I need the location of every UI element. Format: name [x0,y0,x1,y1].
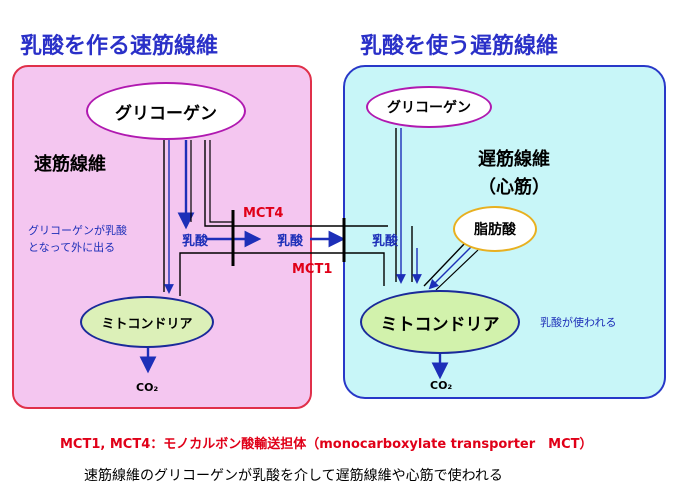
lactate-export-note: グリコーゲンが乳酸 となって外に出る [28,222,127,256]
lactate-used-note: 乳酸が使われる [540,316,617,329]
note-line-1: グリコーゲンが乳酸 [28,224,127,237]
fatty-acid-label: 脂肪酸 [474,222,516,238]
right-mitochondria-label: ミトコンドリア [380,314,500,335]
slow-fiber-line-2: （心筋） [478,177,550,198]
glycogen-to-mito-right-arrow [395,128,406,284]
glycogen-to-lactate-arrow [177,140,195,230]
left-glycogen-node: グリコーゲン [86,82,246,140]
middle-lactate-label: 乳酸 [277,234,304,249]
note-line-2: となって外に出る [28,241,116,254]
mct-definition: MCT1, MCT4：モノカルボン酸輸送担体（monocarboxylate t… [60,437,593,452]
fatty-acid-node: 脂肪酸 [453,206,537,252]
caption: 速筋線維のグリコーゲンが乳酸を介して遅筋線維や心筋で使われる [84,468,503,484]
lactate-to-mito-right-arrow [411,226,422,284]
right-glycogen-node: グリコーゲン [366,86,492,128]
slow-fiber-line-1: 遅筋線維 [478,149,550,170]
left-mitochondria-label: ミトコンドリア [101,316,193,332]
mct4-label: MCT4 [243,206,284,221]
mct1-path [179,252,385,296]
fatty-acid-to-mito-arrow [423,241,479,291]
left-title: 乳酸を作る速筋線維 [20,34,219,59]
left-co2-label: CO₂ [136,381,159,394]
left-glycogen-label: グリコーゲン [115,103,217,124]
right-lactate-label: 乳酸 [372,234,399,249]
slow-fiber-label: 遅筋線維 （心筋） [478,146,550,202]
left-mitochondria-node: ミトコンドリア [80,296,214,348]
mct1-label: MCT1 [292,262,333,277]
right-mitochondria-node: ミトコンドリア [360,290,520,354]
fast-fiber-label: 速筋線維 [34,154,106,175]
right-co2-label: CO₂ [430,379,453,392]
right-glycogen-label: グリコーゲン [387,100,471,116]
glycogen-to-mito-left-arrow [163,140,174,294]
right-title: 乳酸を使う遅筋線維 [360,34,559,59]
left-lactate-label: 乳酸 [182,234,209,249]
